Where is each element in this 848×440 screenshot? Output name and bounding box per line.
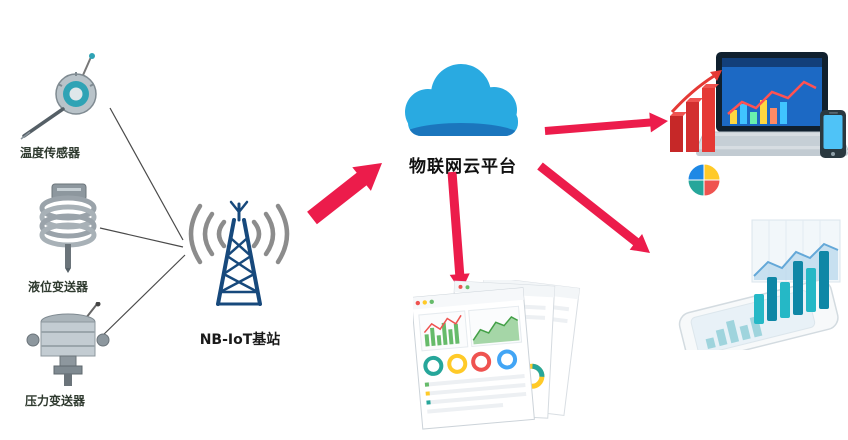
radio-waves-icon <box>188 203 290 265</box>
temperature-sensor-label: 温度传感器 <box>20 146 81 160</box>
dashboard-pages-icon <box>413 280 581 430</box>
phone-charts-icon <box>678 219 841 350</box>
arrow-station-to-cloud <box>307 163 382 225</box>
report-page-front <box>413 287 535 430</box>
cloud-platform-label: 物联网云平台 <box>409 157 517 177</box>
mini-bar-chart-icon <box>424 322 460 347</box>
node-mobile-analytics <box>668 218 846 350</box>
pressure-transmitter-label: 压力变送器 <box>25 394 86 408</box>
arrow-cloud-to-mobile <box>537 162 650 253</box>
laptop-charts-icon <box>670 52 848 197</box>
nb-iot-tower-icon <box>188 200 290 306</box>
rising-3d-bars-icon <box>754 251 829 324</box>
pie-chart-icon <box>687 163 721 197</box>
phone-screen-bars-icon <box>705 316 763 350</box>
list-lines <box>424 374 527 414</box>
pressure-transmitter-icon <box>26 302 110 386</box>
level-transmitter-icon <box>39 183 97 273</box>
node-cloud-platform: 物联网云平台 <box>383 48 543 177</box>
screen-bar-chart-icon <box>730 100 787 124</box>
node-temperature-sensor: 温度传感器 <box>18 52 140 161</box>
temperature-sensor-icon <box>20 53 97 140</box>
node-dashboard-reports <box>413 280 583 432</box>
level-transmitter-label: 液位变送器 <box>28 280 89 294</box>
base-station-label: NB-IoT基站 <box>199 332 281 348</box>
mini-area-chart-icon <box>473 316 520 345</box>
node-laptop-analytics <box>670 52 848 202</box>
connector-level-to-station <box>99 227 184 248</box>
connector-pressure-to-station <box>97 254 186 341</box>
tower-lattice <box>216 200 262 306</box>
node-base-station: NB-IoT基站 <box>170 200 310 349</box>
node-pressure-transmitter: 压力变送器 <box>20 302 132 409</box>
arrow-cloud-to-dashboard <box>447 171 470 292</box>
screen-trend-line-icon <box>727 80 817 115</box>
small-phone-icon <box>820 110 846 158</box>
red-3d-bars-icon <box>670 70 722 152</box>
node-level-transmitter: 液位变送器 <box>22 182 134 295</box>
cloud-icon <box>405 64 518 136</box>
connector-temp-to-station <box>109 107 184 241</box>
arrow-cloud-to-laptop <box>544 112 668 135</box>
